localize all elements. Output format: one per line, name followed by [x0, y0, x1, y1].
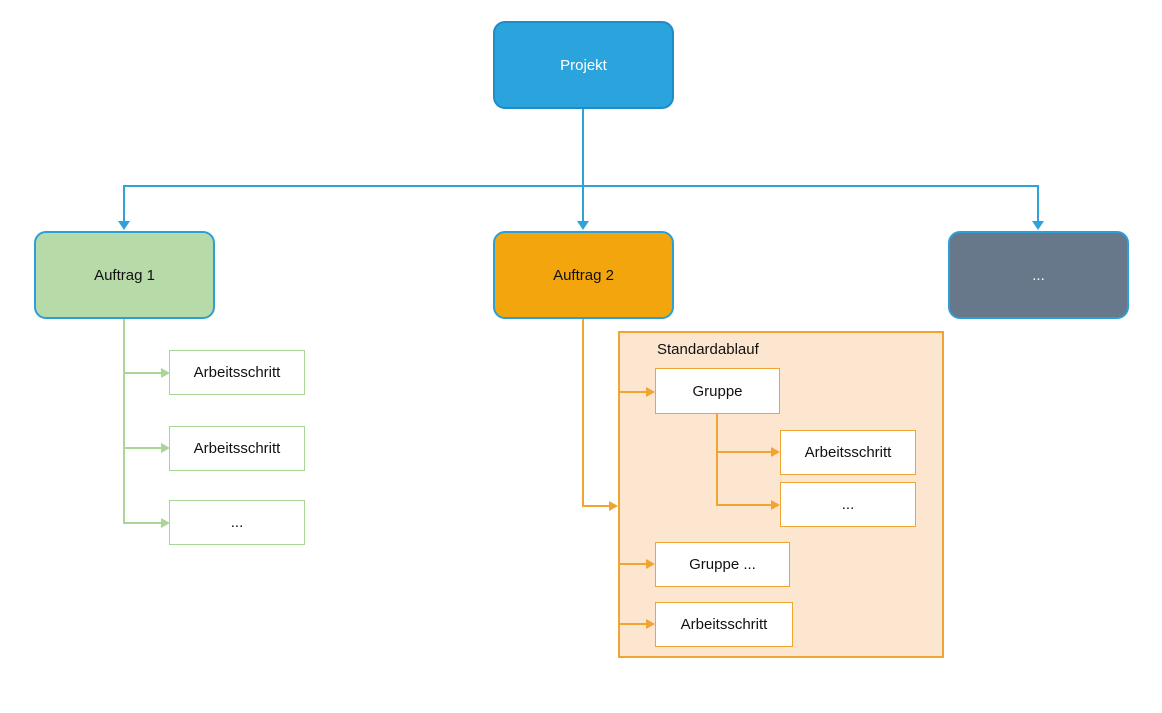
- arrowhead-step-3: [161, 518, 170, 528]
- connector-auftrag1-branch-3: [124, 522, 161, 524]
- connector-gruppe-branch-1: [716, 451, 771, 453]
- connector-projekt-trunk: [582, 109, 584, 221]
- connector-drop-auftrag1: [123, 185, 125, 221]
- node-step-ellipsis: ...: [169, 500, 305, 545]
- node-arbeitsschritt-bottom: Arbeitsschritt: [655, 602, 793, 647]
- node-arbeitsschritt-2-label: Arbeitsschritt: [193, 440, 281, 457]
- arrowhead-step-2: [161, 443, 170, 453]
- connector-auftrag2-elbow: [582, 505, 610, 507]
- node-gruppe-arbeitsschritt: Arbeitsschritt: [780, 430, 916, 475]
- node-projekt-label: Projekt: [560, 56, 607, 74]
- node-gruppe: Gruppe: [655, 368, 780, 414]
- node-gruppe-ellipsis: ...: [780, 482, 916, 527]
- connector-auftrag1-trunk: [123, 319, 125, 524]
- arrowhead-gruppe-step-1: [771, 447, 780, 457]
- connector-auftrag2-trunk: [582, 319, 584, 507]
- node-gruppe-ellipsis-label: ...: [841, 496, 855, 513]
- node-step-ellipsis-label: ...: [230, 514, 244, 531]
- arrowhead-gruppe-step-2: [771, 500, 780, 510]
- arrowhead-auftrag2: [577, 221, 589, 230]
- connector-auftrag1-branch-2: [124, 447, 161, 449]
- node-auftrag-1: Auftrag 1: [34, 231, 215, 319]
- connector-branch-gruppe-more: [619, 563, 646, 565]
- connector-bus-line: [123, 185, 1039, 187]
- arrowhead-step-1: [161, 368, 170, 378]
- arrowhead-auftrag1: [118, 221, 130, 230]
- node-arbeitsschritt-2: Arbeitsschritt: [169, 426, 305, 471]
- node-arbeitsschritt-1-label: Arbeitsschritt: [193, 364, 281, 381]
- arrowhead-gruppe-more: [646, 559, 655, 569]
- node-auftrag-2: Auftrag 2: [493, 231, 674, 319]
- arrowhead-more: [1032, 221, 1044, 230]
- node-projekt: Projekt: [493, 21, 674, 109]
- standardablauf-label: Standardablauf: [657, 341, 759, 358]
- connector-drop-more: [1037, 185, 1039, 221]
- node-gruppe-label: Gruppe: [692, 382, 743, 400]
- node-gruppe-more: Gruppe ...: [655, 542, 790, 587]
- node-ellipsis-label: ...: [1032, 266, 1045, 284]
- arrowhead-arbeitsschritt-bottom: [646, 619, 655, 629]
- node-auftrag-2-label: Auftrag 2: [553, 266, 614, 284]
- connector-auftrag1-branch-1: [124, 372, 161, 374]
- node-gruppe-more-label: Gruppe ...: [689, 556, 756, 573]
- node-ellipsis: ...: [948, 231, 1129, 319]
- arrowhead-gruppe: [646, 387, 655, 397]
- connector-gruppe-branch-2: [716, 504, 771, 506]
- node-arbeitsschritt-1: Arbeitsschritt: [169, 350, 305, 395]
- node-arbeitsschritt-bottom-label: Arbeitsschritt: [680, 616, 768, 633]
- connector-branch-gruppe: [619, 391, 646, 393]
- node-gruppe-arbeitsschritt-label: Arbeitsschritt: [804, 444, 892, 461]
- arrowhead-container: [609, 501, 618, 511]
- node-auftrag-1-label: Auftrag 1: [94, 266, 155, 284]
- connector-gruppe-trunk: [716, 414, 718, 506]
- connector-branch-arbeitsschritt: [619, 623, 646, 625]
